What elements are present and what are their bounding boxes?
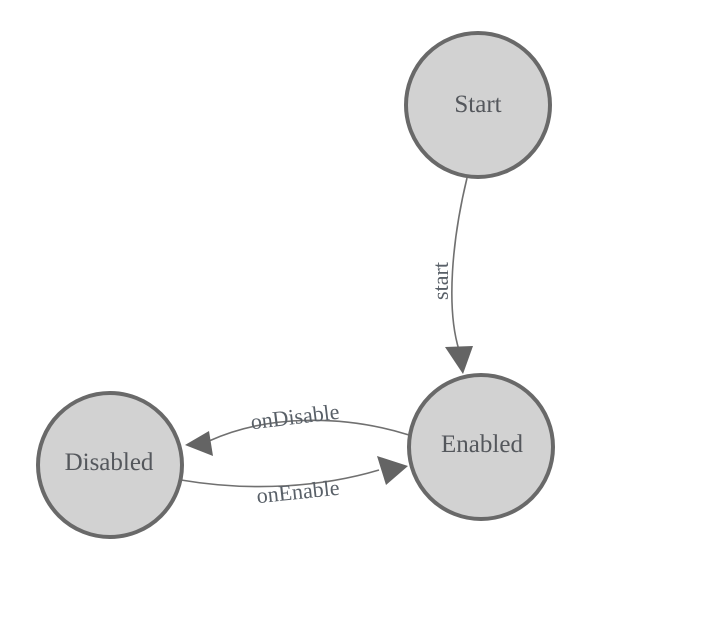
edge-label-start: start bbox=[428, 262, 453, 300]
state-node-start[interactable] bbox=[404, 31, 552, 179]
edge-disabled-to-enabled bbox=[180, 469, 380, 488]
state-node-disabled[interactable] bbox=[36, 391, 184, 539]
state-node-enabled[interactable] bbox=[407, 373, 555, 521]
state-label-enabled: Enabled bbox=[441, 431, 523, 458]
edge-start-to-enabled bbox=[451, 177, 468, 351]
arrowhead-down-icon bbox=[445, 346, 473, 374]
state-label-start: Start bbox=[454, 91, 502, 118]
state-label-disabled: Disabled bbox=[64, 449, 154, 476]
arrowhead-left-icon bbox=[185, 431, 213, 456]
arrowhead-right-icon bbox=[377, 456, 408, 485]
edge-enabled-to-disabled bbox=[208, 419, 410, 442]
